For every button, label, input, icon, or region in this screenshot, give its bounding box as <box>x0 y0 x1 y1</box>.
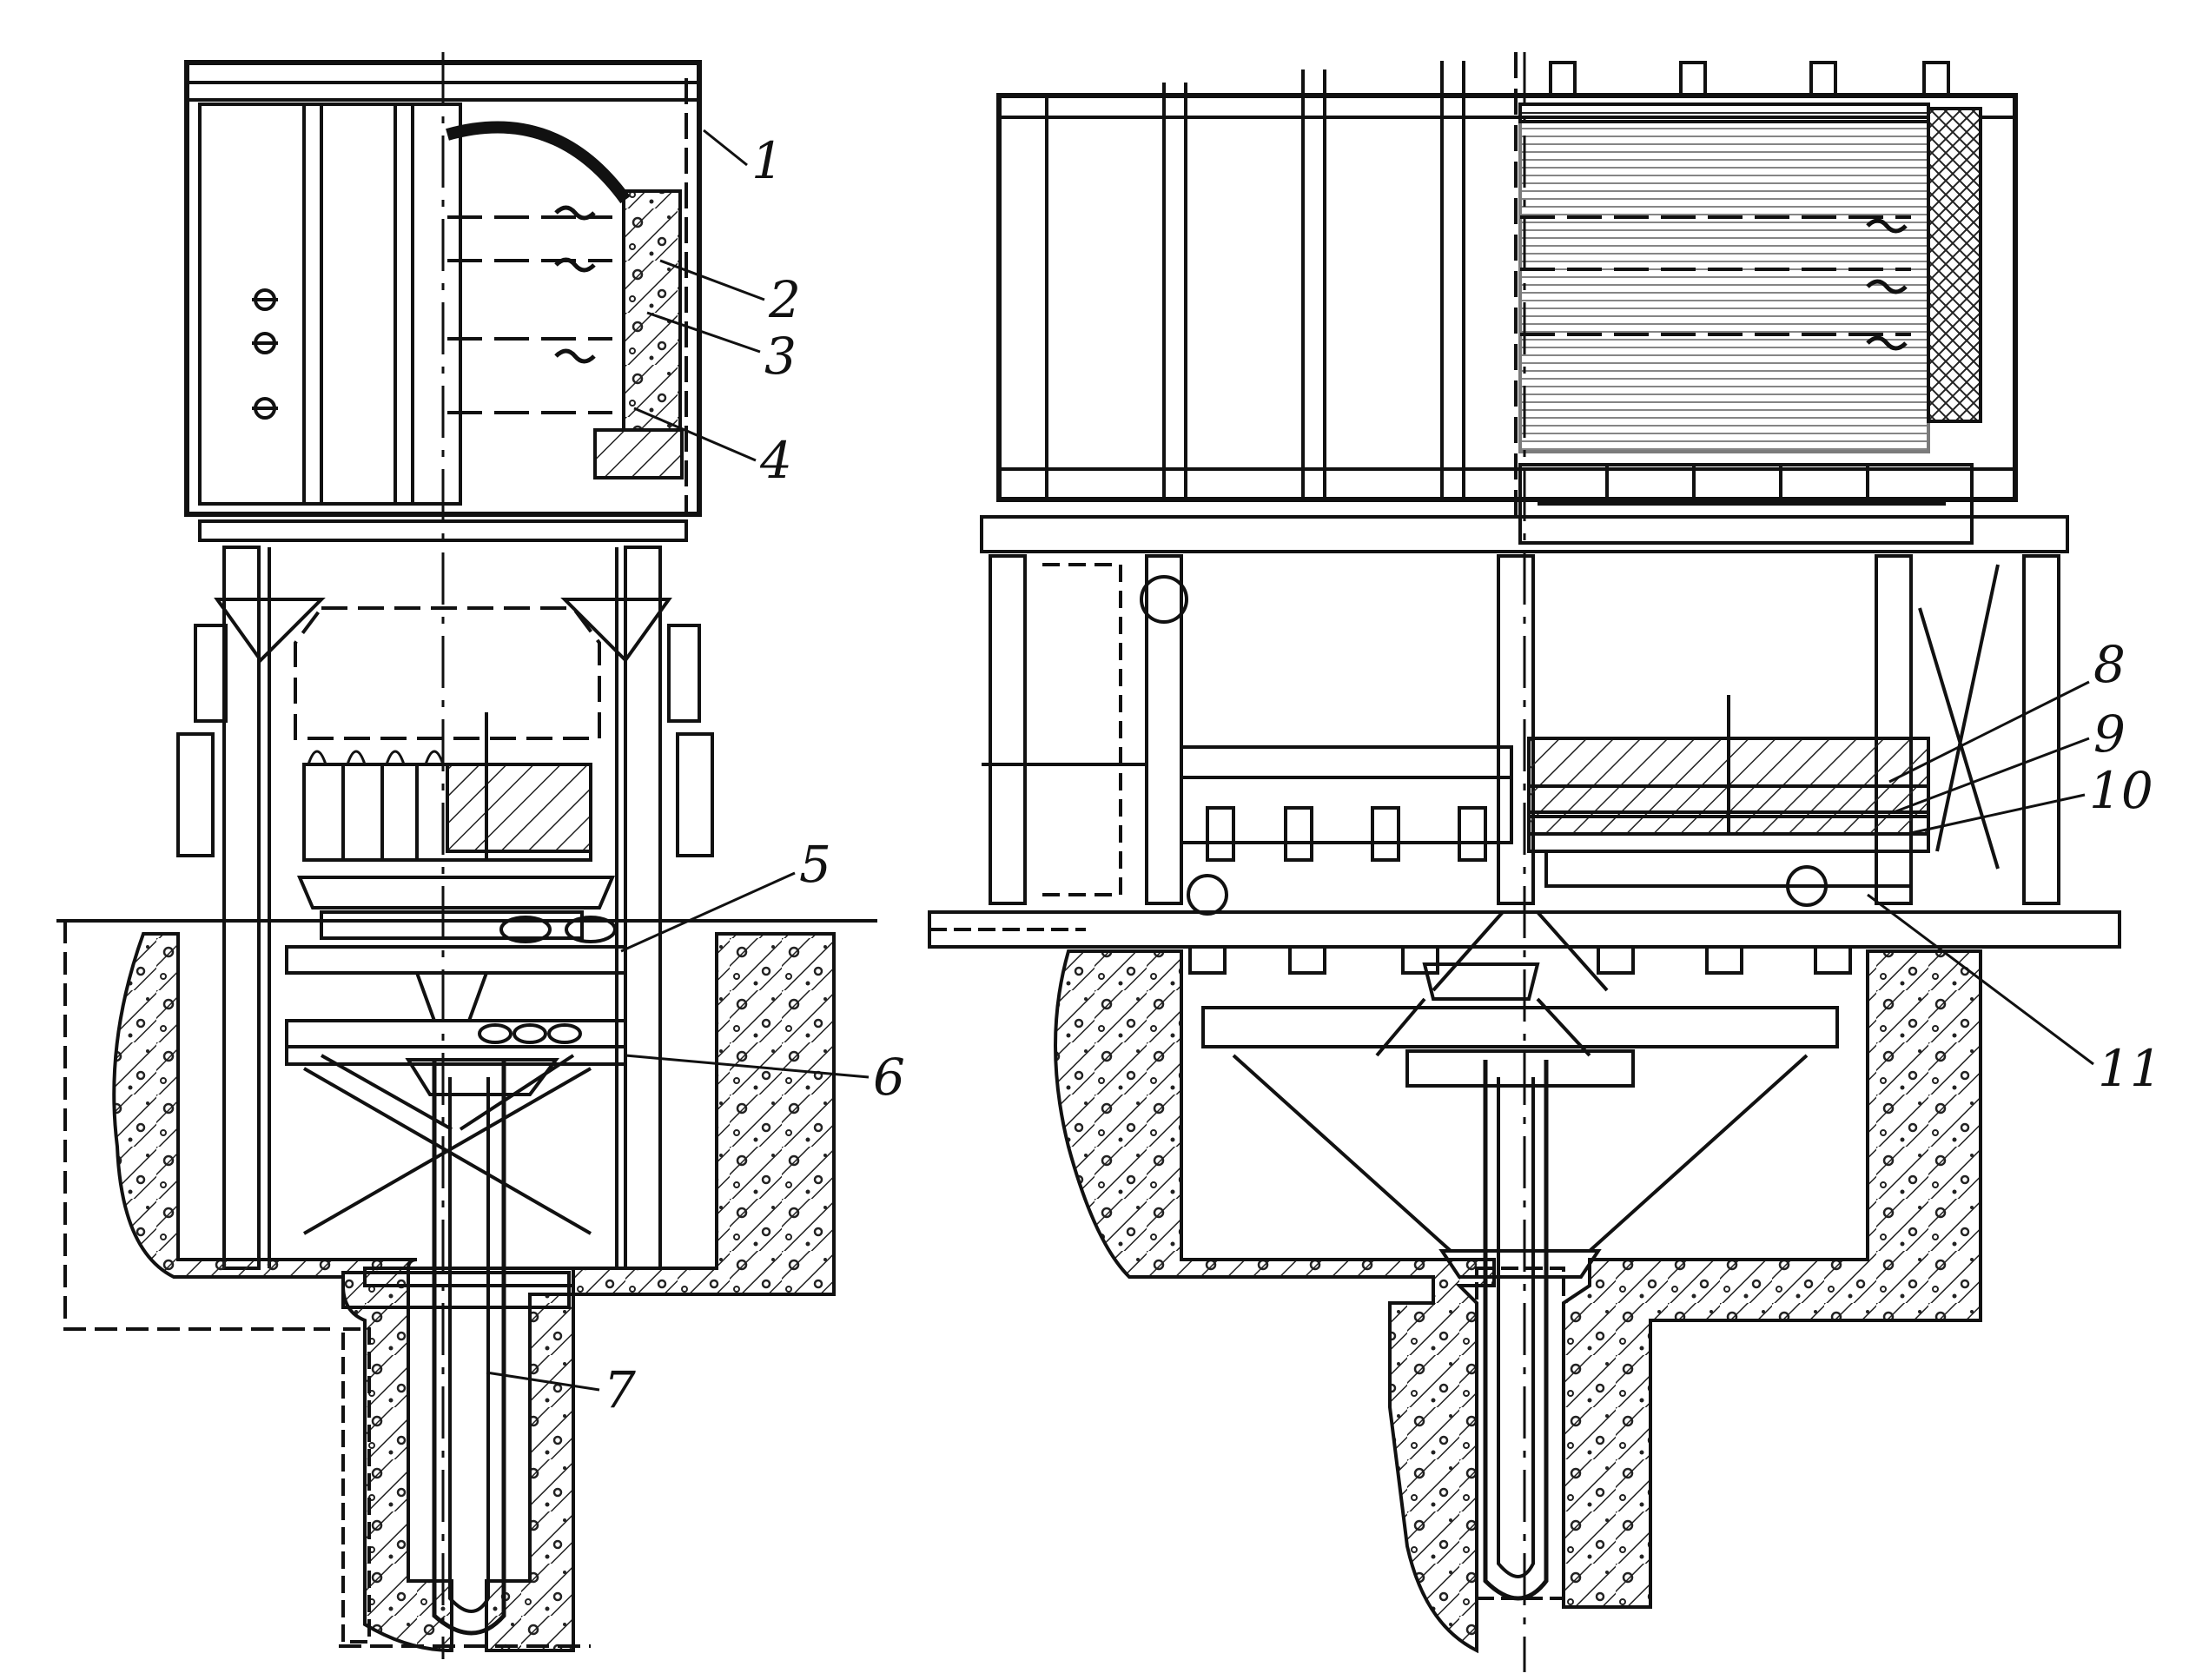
callout-5: 5 <box>799 835 831 894</box>
left-support-frame <box>176 519 714 1270</box>
callout-6: 6 <box>873 1048 905 1107</box>
right-foundation <box>1054 949 1982 1654</box>
left-lift-platform <box>285 945 627 1235</box>
callout-4: 4 <box>759 431 792 490</box>
left-loaded-car <box>296 712 617 943</box>
callout-labels: 1 2 3 4 5 6 7 8 9 10 11 <box>604 131 2162 1419</box>
right-view <box>928 52 2121 1672</box>
right-loaded-cars <box>1180 695 1930 888</box>
callout-9: 9 <box>2093 704 2126 764</box>
left-view <box>56 52 877 1659</box>
right-floor-rails <box>928 910 2121 992</box>
left-foundation <box>56 919 877 1653</box>
right-support-frame <box>980 515 2069 916</box>
left-furnace-chamber <box>184 60 702 517</box>
callout-11: 11 <box>2098 1039 2162 1098</box>
callout-3: 3 <box>764 327 797 386</box>
leader-lines <box>486 129 2094 1392</box>
callout-2: 2 <box>768 270 801 329</box>
right-furnace-chamber <box>996 52 2018 545</box>
callout-8: 8 <box>2093 635 2126 694</box>
callout-10: 10 <box>2089 761 2153 820</box>
callout-7: 7 <box>604 1360 636 1419</box>
callout-1: 1 <box>751 131 784 190</box>
